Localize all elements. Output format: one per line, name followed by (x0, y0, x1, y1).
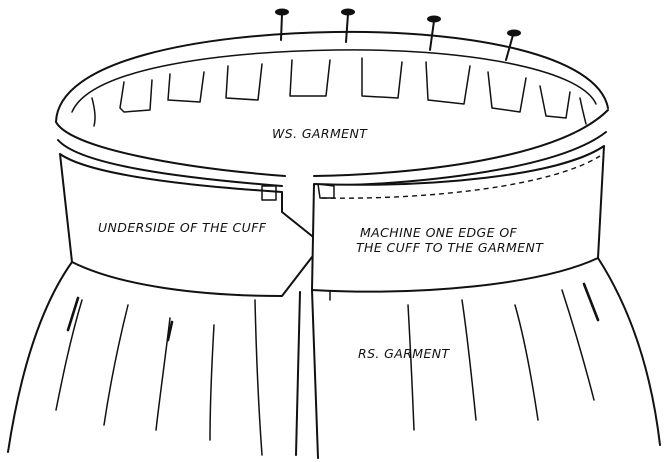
straight-pin-icon (506, 30, 521, 61)
skirt-fold-line (408, 305, 414, 430)
skirt-fold-line (56, 300, 82, 410)
straight-pin-icon (341, 9, 355, 43)
skirt-fold-line (562, 290, 594, 400)
label-underside-of-cuff: UNDERSIDE OF THE CUFF (98, 220, 267, 235)
pleat-mark (68, 298, 78, 330)
label-machine-edge-line2: THE CUFF TO THE GARMENT (356, 240, 544, 255)
placket-line-left (296, 292, 300, 455)
skirt-fold-line (255, 300, 262, 455)
placket-line-right (312, 290, 318, 458)
skirt-fold-line (104, 305, 128, 425)
label-wrong-side-garment: WS. GARMENT (272, 126, 368, 141)
skirt-outline-left (8, 262, 72, 452)
straight-pin-icon (275, 9, 289, 41)
straight-pin-icon (427, 16, 441, 51)
label-right-side-garment: RS. GARMENT (358, 346, 451, 361)
pins (275, 9, 521, 61)
skirt-outline-right (598, 258, 660, 445)
pleat-mark (584, 284, 598, 320)
skirt-fold-line (515, 305, 538, 420)
label-machine-edge-line1: MACHINE ONE EDGE OF (360, 225, 518, 240)
skirt-fold-line (462, 300, 476, 420)
ring-outer-rim (56, 32, 608, 122)
cuff-right-panel (312, 146, 604, 292)
cuff-right-shape (312, 146, 604, 292)
gather-tucks (92, 58, 586, 126)
skirt-fold-line (210, 325, 214, 440)
